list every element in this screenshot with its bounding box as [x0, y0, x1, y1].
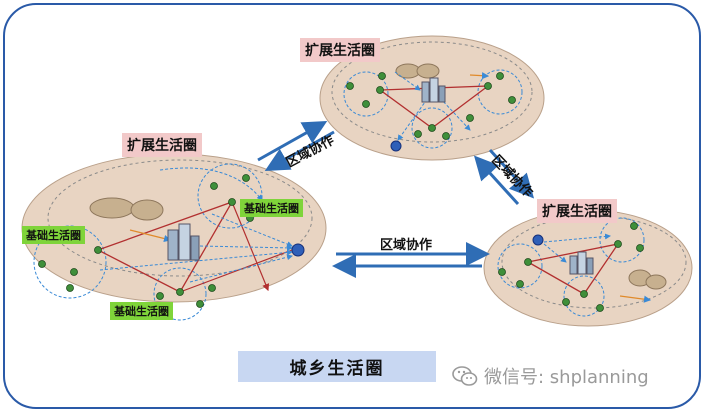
coop-arrows [257, 121, 535, 278]
label-basic-lower: 基础生活圈 [110, 302, 173, 320]
right-hub-node [532, 234, 544, 246]
city-buildings-icon [421, 77, 446, 103]
watermark: 微信号: shplanning [452, 363, 649, 389]
main-title: 城乡生活圈 [238, 351, 436, 382]
label-expand-top: 扩展生活圈 [300, 38, 380, 62]
label-basic-upper: 基础生活圈 [240, 199, 303, 217]
top-life-circle [319, 35, 545, 161]
label-expand-left: 扩展生活圈 [122, 133, 202, 157]
label-coop-middle: 区域协作 [380, 238, 433, 253]
city-buildings-icon [569, 251, 594, 275]
top-hub-node [390, 140, 402, 152]
right-life-circle [483, 209, 693, 327]
label-basic-left: 基础生活圈 [22, 226, 85, 244]
city-buildings-icon [167, 223, 200, 261]
label-expand-right: 扩展生活圈 [537, 199, 617, 223]
left-hub-node [291, 243, 305, 257]
wechat-icon [452, 366, 478, 386]
watermark-text: 微信号: shplanning [484, 367, 649, 388]
left-life-circle [21, 153, 327, 321]
